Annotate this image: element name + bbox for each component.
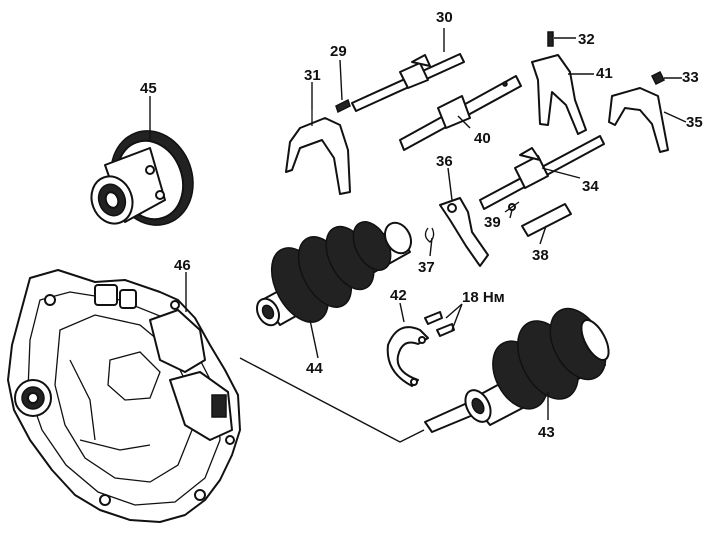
label-33: 33 [682, 69, 699, 86]
pin-29 [335, 98, 351, 114]
shift-fork-31 [285, 110, 351, 195]
label-41: 41 [596, 65, 613, 82]
label-40: 40 [474, 130, 491, 147]
label-37: 37 [418, 259, 435, 276]
clip-37 [424, 227, 435, 243]
label-43: 43 [538, 424, 555, 441]
shift-rail-30 [351, 53, 465, 112]
shift-rail-34 [479, 135, 605, 210]
housing-leader-line [239, 357, 425, 443]
input-shaft-assembly [424, 307, 610, 433]
bolts [424, 311, 455, 337]
pin-32 [547, 31, 554, 47]
label-45: 45 [140, 80, 157, 97]
label-39: 39 [484, 214, 501, 231]
label-36: 36 [436, 153, 453, 170]
shift-lever-36 [439, 197, 489, 267]
shift-rail-40 [399, 75, 522, 151]
lock-plate-42 [386, 326, 429, 387]
label-46: 46 [174, 257, 191, 274]
label-29: 29 [330, 43, 347, 60]
label-44: 44 [306, 360, 323, 377]
shift-fork-35 [608, 87, 669, 153]
label-35: 35 [686, 114, 703, 131]
countershaft-gear-cluster [255, 221, 412, 327]
transmission-housing [7, 269, 241, 523]
label-34: 34 [582, 178, 599, 195]
label-32: 32 [578, 31, 595, 48]
label-30: 30 [436, 9, 453, 26]
differential [90, 130, 194, 226]
label-18-nm: 18 Нм [462, 289, 505, 306]
label-42: 42 [390, 287, 407, 304]
shift-fork-41 [531, 54, 587, 135]
pin-39 [504, 201, 520, 213]
pin-33 [650, 70, 666, 86]
rod-38 [521, 203, 572, 237]
label-31: 31 [304, 67, 321, 84]
label-38: 38 [532, 247, 549, 264]
leader-lines [149, 28, 687, 420]
